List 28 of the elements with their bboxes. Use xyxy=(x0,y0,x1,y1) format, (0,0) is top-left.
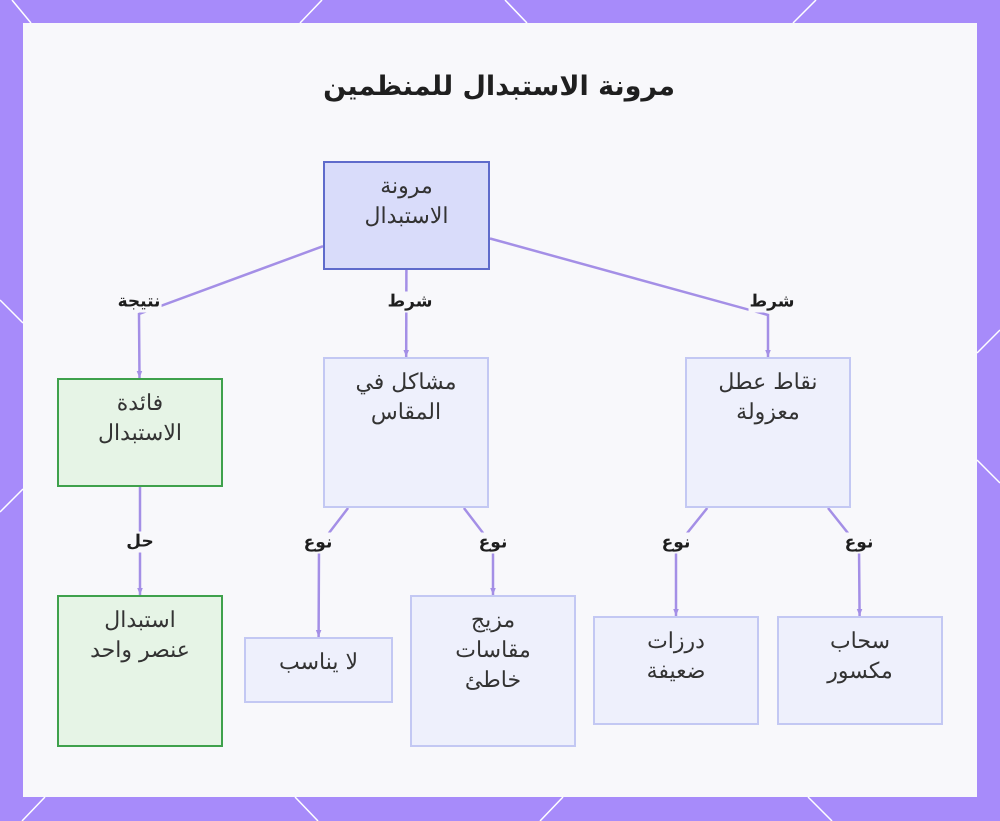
node-text: فائدة الاستبدال xyxy=(97,390,183,448)
node-text: نقاط عطل معزولة xyxy=(718,369,818,427)
edge-label: شرط xyxy=(386,292,434,312)
title: مرونة الاستبدال للمنظمين xyxy=(323,70,675,104)
node-text: سحاب مكسور xyxy=(826,628,894,686)
edge-label: شرط xyxy=(748,292,796,312)
process-box xyxy=(244,637,393,703)
node-text: مزيج مقاسات خاطئ xyxy=(454,607,532,695)
process-box xyxy=(685,357,851,508)
arrow xyxy=(136,245,324,378)
process-box xyxy=(410,595,576,747)
process-box xyxy=(57,378,223,487)
node-text: درزات ضعيفة xyxy=(646,628,706,686)
node-text: استبدال عنصر واحد xyxy=(90,607,190,665)
process-box xyxy=(593,616,759,725)
node-text: لا يناسب xyxy=(278,649,359,677)
edge-label: نوع xyxy=(844,532,874,554)
node-text: مشاكل في المقاس xyxy=(354,369,458,427)
process-box xyxy=(57,595,223,747)
edge-label: نوع xyxy=(478,532,508,554)
node-text: مرونة الاستبدال xyxy=(364,173,450,231)
edge-label: نوع xyxy=(302,532,334,554)
process-box xyxy=(777,616,943,725)
arrow xyxy=(490,237,771,357)
process-box xyxy=(323,161,490,270)
edge-label: نوع xyxy=(660,532,692,554)
process-box xyxy=(323,357,489,508)
edge-label: حل xyxy=(125,532,155,552)
